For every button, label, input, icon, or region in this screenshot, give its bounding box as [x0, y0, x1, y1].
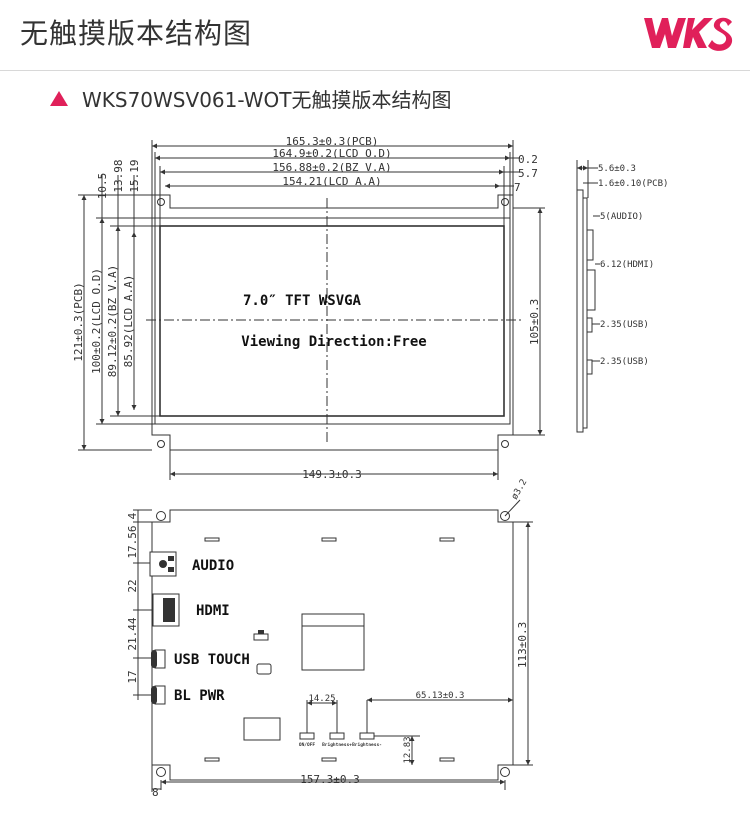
front-dim-right: 105±0.3 — [528, 299, 541, 345]
back-dim-left: 22 — [126, 579, 139, 592]
front-dim-top: 156.88±0.2(BZ V.A) — [272, 161, 391, 174]
side-port-label: 2.35(USB) — [600, 357, 649, 367]
side-dim: 1.6±0.10(PCB) — [598, 179, 668, 189]
front-dim-left: 121±0.3(PCB) — [72, 282, 85, 361]
side-audio-port — [586, 229, 594, 261]
side-pcb — [576, 189, 584, 433]
side-port-label: 6.12(HDMI) — [600, 260, 654, 270]
connector-label-bl-pwr: BL PWR — [174, 688, 225, 704]
front-dim-top-right: 7 — [514, 181, 521, 194]
side-dim: 5.6±0.3 — [598, 164, 636, 174]
front-dim-left: 85.92(LCD A.A) — [122, 275, 135, 368]
front-dim-left: 100±0.2(LCD O.D) — [90, 268, 103, 374]
front-dim-top: 164.9±0.2(LCD O.D) — [272, 147, 391, 160]
back-dim-bottom: 157.3±0.3 — [300, 773, 360, 786]
back-dim-right: 113±0.3 — [516, 622, 529, 668]
back-dim-hole: ø3.2 — [510, 478, 530, 502]
front-dim-left-top: 15.19 — [128, 159, 141, 192]
mount-hole — [157, 198, 165, 206]
side-usb-port — [586, 317, 593, 333]
back-dim-left: 17.56 — [126, 525, 139, 558]
header-divider — [0, 70, 750, 71]
side-usb-port — [586, 359, 593, 375]
back-dim-button-right: 65.13±0.3 — [416, 691, 465, 701]
side-hdmi-port — [586, 269, 596, 311]
brightness-minus-button — [359, 732, 375, 740]
brightness-plus-button — [329, 732, 345, 740]
mount-hole — [501, 198, 509, 206]
lcd-outline — [154, 217, 511, 425]
front-dim-top-right: 0.2 — [518, 153, 538, 166]
section-heading: WKS70WSV061-WOT无触摸版本结构图 — [50, 84, 452, 113]
mount-hole — [157, 440, 165, 448]
front-dim-left-top: 10.5 — [96, 173, 109, 200]
connector-label-audio: AUDIO — [192, 558, 234, 574]
button-label: Brightness- — [352, 742, 382, 748]
front-dim-bottom: 149.3±0.3 — [302, 468, 362, 481]
side-port-label: 5(AUDIO) — [600, 212, 643, 222]
wks-logo — [644, 17, 733, 51]
mount-hole — [501, 440, 509, 448]
button-label: Brightness+ — [322, 742, 352, 748]
connector-label-usb-touch: USB TOUCH — [174, 652, 250, 668]
button-label: ON/OFF — [299, 742, 316, 748]
front-pcb-outline — [151, 194, 514, 451]
front-dim-left-top: 13.98 — [112, 159, 125, 192]
back-dim-button-bottom: 12.83 — [403, 736, 413, 763]
connector-label-hdmi: HDMI — [196, 603, 230, 619]
fpc-connector — [301, 613, 365, 627]
viewing-direction-label: Viewing Direction:Free — [241, 334, 426, 350]
triangle-marker-icon — [50, 91, 68, 106]
back-dim-left: 17 — [126, 670, 139, 683]
back-dim-left: 21.44 — [126, 617, 139, 650]
page-title: 无触摸版本结构图 — [20, 17, 253, 50]
back-dim-left: 4 — [126, 512, 139, 519]
front-dim-left: 89.12±0.2(BZ V.A) — [106, 265, 119, 378]
back-dim-button-gap: 14.25 — [308, 694, 335, 704]
screen-label: 7.0″ TFT WSVGA — [243, 293, 362, 309]
back-dim-bottom-left: 8 — [152, 786, 159, 799]
side-port-label: 2.35(USB) — [600, 320, 649, 330]
section-subtitle: WKS70WSV061-WOT无触摸版本结构图 — [82, 88, 452, 112]
onoff-button — [299, 732, 315, 740]
front-dim-top: 154.21(LCD A.A) — [282, 175, 381, 188]
front-dim-top-right: 5.7 — [518, 167, 538, 180]
front-dim-top: 165.3±0.3(PCB) — [286, 135, 379, 148]
lcd-active-area — [159, 225, 505, 417]
